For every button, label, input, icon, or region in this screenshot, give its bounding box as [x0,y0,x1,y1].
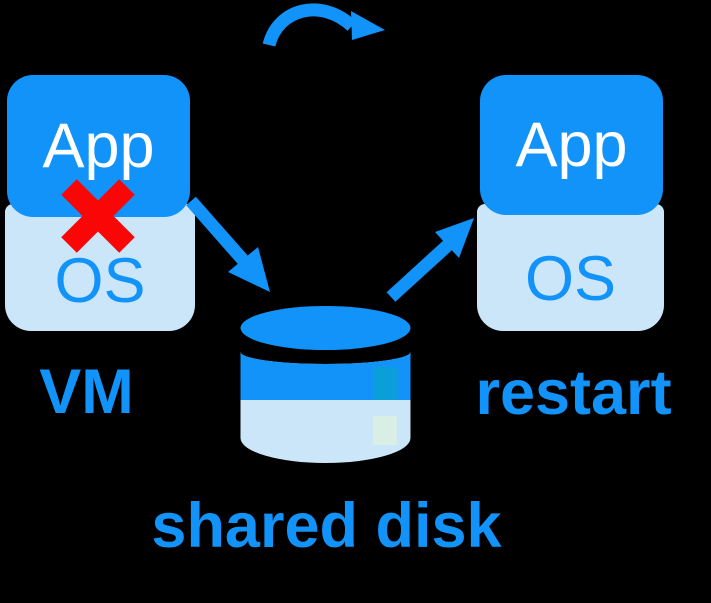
restarted-vm-caption: restart [475,357,672,428]
disk-highlight-patch-top [373,367,397,400]
arrow-failover-in-icon [386,218,474,302]
restarted-vm-os-box [477,204,664,331]
shared-disk-icon [240,306,411,463]
rotation-arrow-icon [262,3,385,47]
disk-highlight-patch-bottom [373,416,397,445]
failed-vm-caption: VM [39,356,134,427]
restarted-vm-os-label: OS [524,243,617,314]
arrow-failover-out-icon [186,196,270,292]
restarted-vm-app-box: App [480,75,663,215]
failed-vm-app-label: App [42,110,155,181]
shared-disk-caption: shared disk [151,490,502,561]
failed-vm-os-label: OS [54,245,146,316]
failed-vm-app-box: App [7,75,190,217]
restarted-vm-app-label: App [515,109,628,180]
